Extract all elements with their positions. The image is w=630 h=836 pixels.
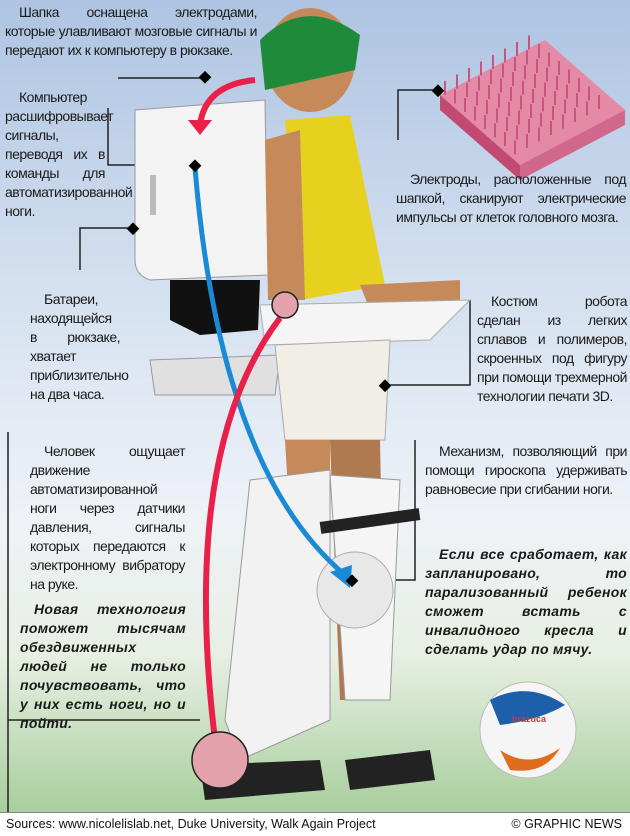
leader-lines [7, 77, 471, 820]
callout-diamonds [126, 70, 445, 588]
caption-cap: Шапка оснащена электродами, которые улав… [5, 4, 258, 58]
caption-electrodes: Электроды, расположенные под шапкой, ска… [396, 171, 627, 225]
signal-arrow-red-top [197, 77, 256, 126]
soccer-ball: brazuca [479, 681, 577, 779]
caption-gyro: Механизм, позволяющий при помощи гироско… [425, 443, 628, 497]
vibrator-marker [271, 291, 299, 319]
caption-hope-left: Новая технология поможет тысячам обездви… [20, 601, 186, 731]
caption-computer: Компьютер расшифровывает сигналы, перево… [5, 89, 133, 219]
signal-arrow-blue [192, 167, 347, 577]
caption-hope-right: Если все сработает, как запланировано, т… [425, 546, 627, 657]
caption-battery: Батареи, находящейся в рюкзаке, хватает … [30, 291, 129, 402]
caption-suit: Костюм робота сделан из легких сплавов и… [477, 293, 628, 404]
backpack-computer [134, 99, 281, 396]
pressure-sensor-marker [191, 731, 249, 789]
credit-text: © GRAPHIC NEWS [511, 817, 622, 831]
electrode-pad-image [440, 35, 625, 180]
footer: Sources: www.nicolelislab.net, Duke Univ… [0, 812, 630, 836]
signal-arrow-red-feedback [202, 316, 283, 741]
ball-brand: brazuca [512, 714, 547, 724]
caption-feedback: Человек ощущает движение автоматизирован… [30, 443, 186, 592]
person-figure [200, 8, 472, 800]
sources-text: Sources: www.nicolelislab.net, Duke Univ… [6, 817, 376, 831]
